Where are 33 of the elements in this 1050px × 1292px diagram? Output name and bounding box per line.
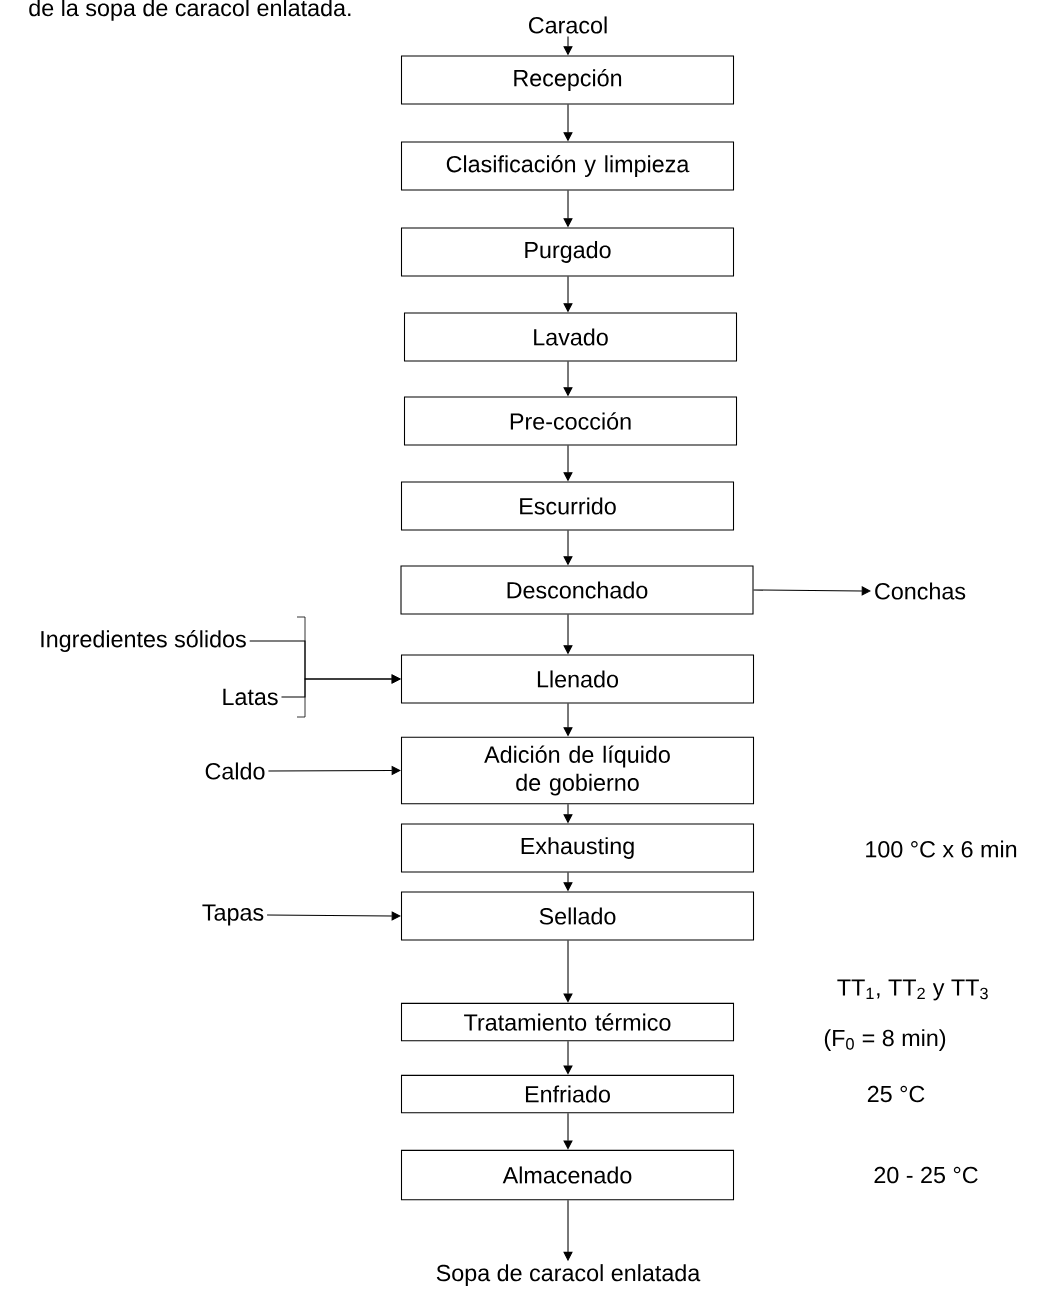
process-box: Sellado xyxy=(400,891,755,941)
process-box: Recepción xyxy=(400,55,735,105)
process-box: Purgado xyxy=(400,227,735,277)
process-box: Enfriado xyxy=(400,1074,735,1114)
process-box: Exhausting xyxy=(400,823,755,873)
flow-label: Ingredientes sólidos xyxy=(41,630,246,653)
flow-label: Latas xyxy=(223,688,278,706)
condition-text: 25 °C xyxy=(867,1085,925,1103)
arrow xyxy=(280,674,401,698)
process-box: Llenado xyxy=(400,654,755,704)
process-box: Pre-cocción xyxy=(403,396,738,446)
flow-label: Tapas xyxy=(202,904,264,926)
flow-label: Conchas xyxy=(875,582,966,600)
process-box: Desconchado xyxy=(400,565,754,615)
title: de la sopa de caracol enlatada. xyxy=(29,0,351,21)
arrow xyxy=(563,1040,573,1075)
process-box: Almacenado xyxy=(400,1149,735,1201)
process-box: Lavado xyxy=(403,312,738,362)
condition-text: 20 - 25 °C xyxy=(874,1166,978,1184)
process-box: Tratamiento térmico xyxy=(400,1002,735,1042)
flow-label: Caldo xyxy=(205,762,265,780)
flow-label: Caracol xyxy=(529,16,607,34)
condition-text: TT$_{1}$, TT$_{2}$ y TT$_{3}$ xyxy=(837,979,988,1001)
arrow xyxy=(563,1112,573,1150)
condition-text: (F$_{0}$ = 8 min) xyxy=(824,1029,946,1051)
process-box: Adición de líquido de gobierno xyxy=(400,736,755,805)
process-box: Clasificación y limpieza xyxy=(400,141,735,191)
arrow xyxy=(563,940,573,1003)
arrow xyxy=(753,586,871,596)
process-box: Escurrido xyxy=(400,481,735,531)
flow-label: Sopa de caracol enlatada xyxy=(436,1264,701,1286)
condition-text: 100 °C x 6 min xyxy=(866,840,1017,858)
arrow xyxy=(266,911,401,921)
